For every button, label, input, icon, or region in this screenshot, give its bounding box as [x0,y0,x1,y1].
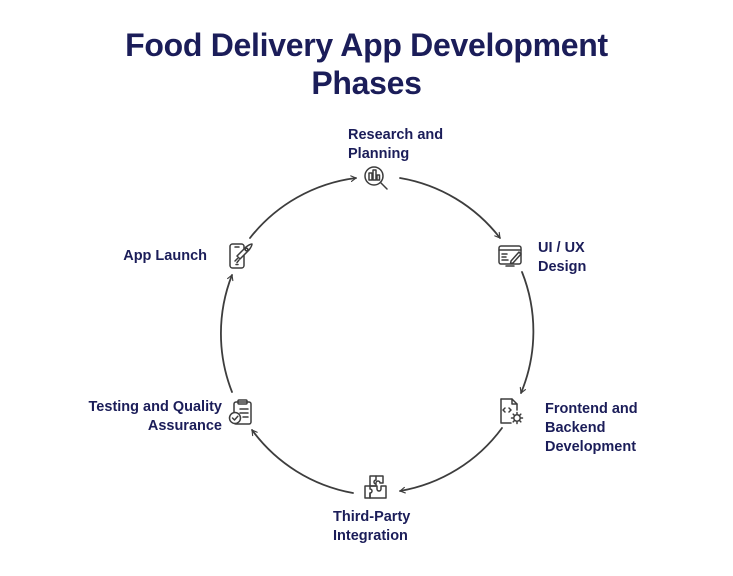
diagram-title-line-1: Food Delivery App Development [125,27,608,63]
design-screen-pen-icon [498,245,522,267]
phase-label-research: Research and Planning [348,126,443,164]
phase-label-uiux-line-1: UI / UX [538,240,585,256]
puzzle-pieces-icon [364,475,387,499]
phase-label-testing: Testing and Quality Assurance [89,398,222,436]
phase-label-frontend-line-2: Backend [545,420,606,436]
phase-label-testing-line-2: Assurance [147,418,222,434]
phase-label-third-party-line-2: Integration [333,528,408,544]
phase-label-frontend-backend: Frontend and Backend Development [545,400,638,457]
phase-label-research-line-2: Planning [348,146,410,162]
arrow-launch-to-research [249,175,357,239]
diagram-title: Food Delivery App Development Phases [0,26,733,102]
phase-label-frontend-line-1: Frontend and [545,401,638,417]
clipboard-check-icon [228,399,252,425]
arrow-testing-to-launch [220,274,234,393]
phone-rocket-icon [229,243,253,269]
diagram-title-line-2: Phases [311,65,422,101]
phase-label-app-launch: App Launch [123,247,207,266]
phase-label-third-party-line-1: Third-Party [333,509,411,525]
arrow-research-to-uiux [399,177,501,239]
phase-label-research-line-1: Research and [348,127,444,143]
code-gear-document-icon [500,398,524,425]
phase-label-third-party: Third-Party Integration [333,508,410,546]
research-magnifier-icon [364,166,388,190]
phase-label-uiux-line-2: Design [538,259,587,275]
arrow-uiux-to-frontend [519,271,535,394]
phase-label-testing-line-1: Testing and Quality [88,399,222,415]
phase-label-app-launch-line-1: App Launch [123,248,207,264]
phase-label-frontend-line-3: Development [545,439,637,455]
arrow-thirdparty-to-testing [251,429,354,494]
phase-label-uiux: UI / UX Design [538,239,586,277]
arrow-frontend-to-thirdparty [399,427,503,494]
